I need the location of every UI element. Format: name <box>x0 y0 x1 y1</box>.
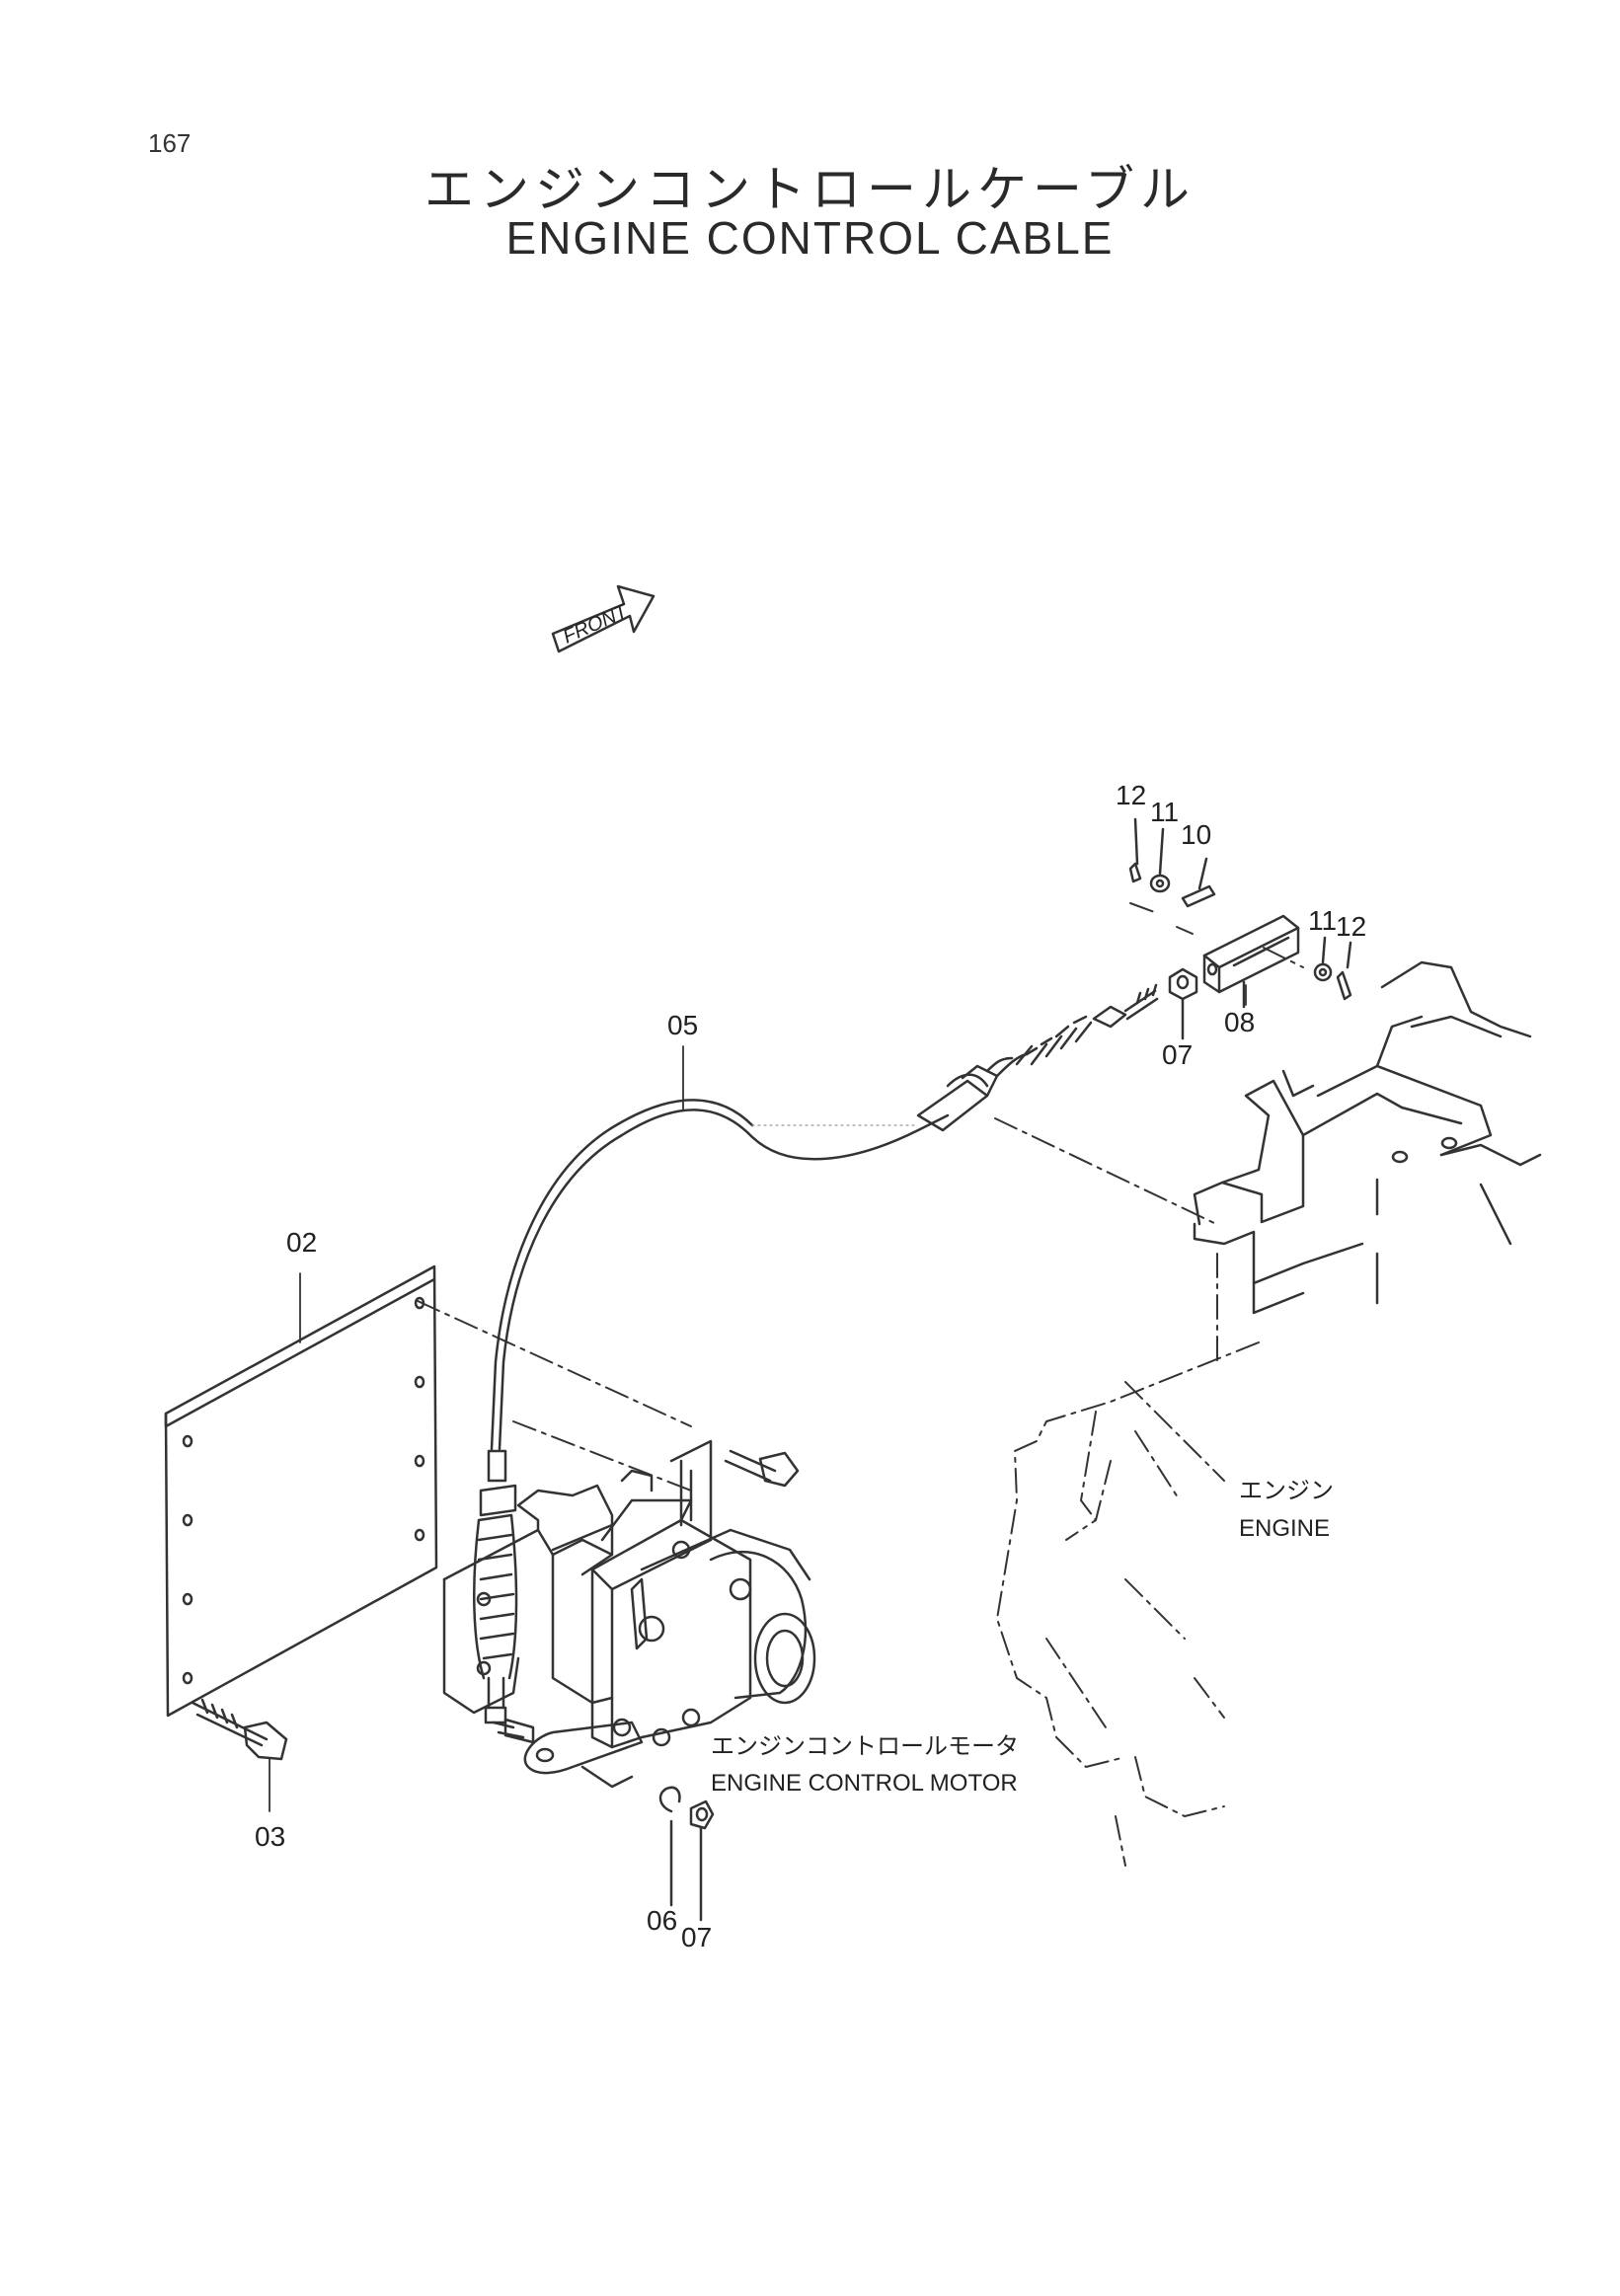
callout-06: 06 <box>647 1905 677 1936</box>
motor-label-japanese: エンジンコントロールモータ <box>711 1732 1019 1760</box>
callout-07-lower: 07 <box>681 1922 712 1952</box>
front-label: FRONT <box>560 600 632 649</box>
callout-08: 08 <box>1224 1007 1255 1037</box>
callout-07-upper: 07 <box>1162 1039 1193 1070</box>
callout-11-left: 11 <box>1150 797 1179 827</box>
leader-lines <box>417 902 1304 1492</box>
engine-label-japanese: エンジン <box>1239 1477 1334 1504</box>
diagram-title-english: ENGINE CONTROL CABLE <box>505 212 1115 264</box>
callout-12-right: 12 <box>1336 911 1366 942</box>
callout-02: 02 <box>286 1227 317 1258</box>
upper-hardware <box>1128 817 1352 1040</box>
engine-bracket <box>1193 960 1542 1315</box>
callout-12-left: 12 <box>1116 780 1146 810</box>
front-arrow-icon <box>551 584 656 653</box>
clip-and-nut-lower <box>658 1786 715 1922</box>
control-cable <box>473 983 1159 1724</box>
callout-10: 10 <box>1181 819 1211 850</box>
cover-plate <box>164 1264 438 1718</box>
page-number: 167 <box>148 128 192 158</box>
callout-05: 05 <box>667 1010 698 1040</box>
engine-control-motor <box>442 1439 816 1789</box>
callout-11-right: 11 <box>1308 905 1337 936</box>
motor-label-english: ENGINE CONTROL MOTOR <box>711 1770 1018 1797</box>
callout-03: 03 <box>255 1821 285 1852</box>
bolt-03 <box>191 1698 288 1761</box>
diagram-title-japanese: エンジンコントロールケーブル <box>424 161 1196 218</box>
callout-leaders <box>269 984 1247 1812</box>
engine-label-english: ENGINE <box>1239 1515 1330 1542</box>
engine-outline <box>996 1253 1260 1867</box>
